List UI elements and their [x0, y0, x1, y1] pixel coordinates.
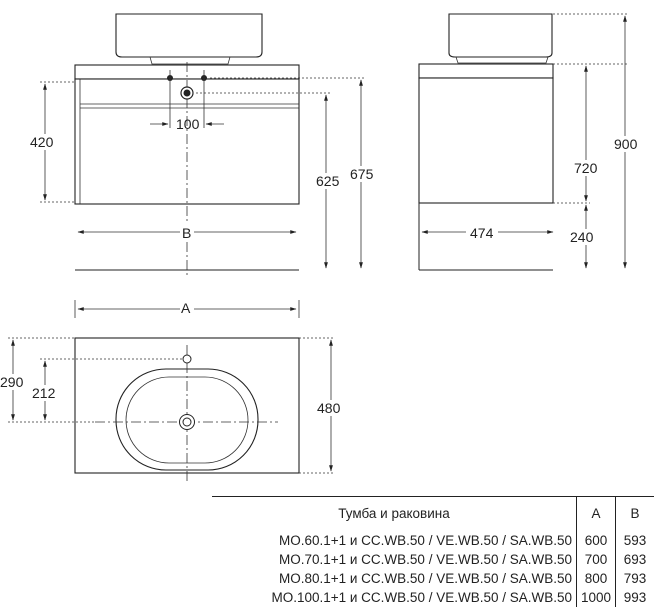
table-row: MO.70.1+1 и CC.WB.50 / VE.WB.50 / SA.WB.… — [212, 550, 655, 569]
dim-height-with-top: 675 — [350, 166, 374, 182]
dim-basin-offset: 290 — [0, 374, 24, 390]
row-model: MO.70.1+1 и CC.WB.50 / VE.WB.50 / SA.WB.… — [278, 552, 572, 567]
row-b: 593 — [615, 531, 655, 550]
row-model: MO.100.1+1 и CC.WB.50 / VE.WB.50 / SA.WB… — [271, 590, 572, 605]
table-row: MO.100.1+1 и CC.WB.50 / VE.WB.50 / SA.WB… — [212, 588, 655, 607]
table-row: MO.60.1+1 и CC.WB.50 / VE.WB.50 / SA.WB.… — [212, 531, 655, 550]
row-b: 993 — [615, 588, 655, 607]
row-b: 693 — [615, 550, 655, 569]
dim-total-height: 900 — [614, 136, 638, 152]
dim-depth: 474 — [470, 225, 494, 241]
side-view: 474 720 240 900 — [418, 13, 642, 271]
dim-drain-height: 625 — [316, 173, 340, 189]
row-model: MO.80.1+1 и CC.WB.50 / VE.WB.50 / SA.WB.… — [278, 571, 572, 586]
top-view: A 290 212 480 — [0, 300, 350, 483]
dim-floor-gap: 240 — [570, 229, 594, 245]
header-a: A — [575, 496, 616, 531]
row-b: 793 — [615, 569, 655, 588]
row-model: MO.60.1+1 и CC.WB.50 / VE.WB.50 / SA.WB.… — [278, 533, 572, 548]
side-basin — [448, 13, 553, 58]
dim-width-b: B — [182, 225, 191, 241]
row-a: 1000 — [575, 588, 616, 607]
dim-tap-spacing: 100 — [176, 116, 200, 132]
front-view: 100 B 420 625 675 — [28, 13, 378, 278]
dim-cabinet-height: 420 — [30, 134, 54, 150]
dim-width-a: A — [181, 300, 191, 316]
top-tap-hole — [182, 354, 192, 364]
row-a: 700 — [575, 550, 616, 569]
side-countertop — [418, 63, 554, 79]
header-b: B — [615, 496, 655, 531]
header-model: Тумба и раковина — [338, 506, 450, 521]
dim-top-height: 720 — [574, 160, 598, 176]
dim-top-depth: 480 — [317, 400, 341, 416]
dim-basin-center: 212 — [32, 385, 56, 401]
table-header-row: Тумба и раковина A B — [212, 496, 655, 531]
front-basin — [115, 13, 263, 58]
row-a: 800 — [575, 569, 616, 588]
spec-table: Тумба и раковина A B MO.60.1+1 и CC.WB.5… — [212, 496, 655, 607]
row-a: 600 — [575, 531, 616, 550]
table-row: MO.80.1+1 и CC.WB.50 / VE.WB.50 / SA.WB.… — [212, 569, 655, 588]
side-cabinet — [418, 77, 554, 204]
